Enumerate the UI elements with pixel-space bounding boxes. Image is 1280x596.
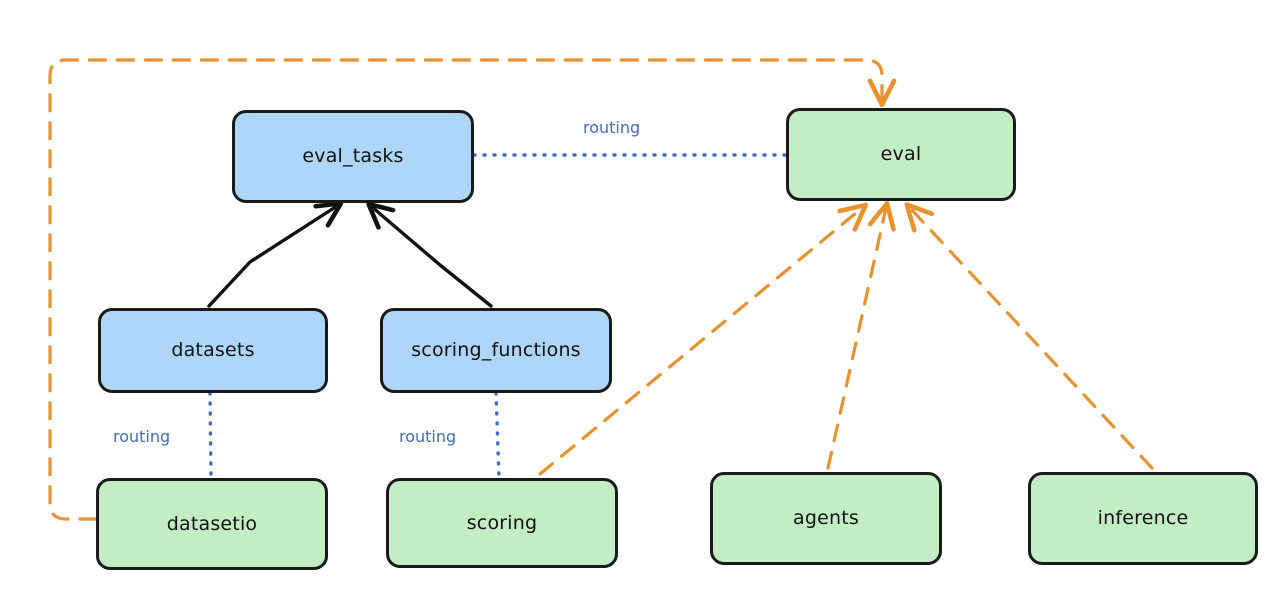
edge-label-routing-scoring-functions-scoring: routing <box>396 427 460 446</box>
node-label: inference <box>1097 507 1189 530</box>
node-scoring[interactable]: scoring <box>386 478 618 568</box>
node-label: eval <box>880 143 922 166</box>
edge-agents-to-eval <box>826 201 896 470</box>
node-scoring-functions[interactable]: scoring_functions <box>380 308 612 393</box>
node-label: scoring_functions <box>411 339 581 362</box>
node-eval-tasks[interactable]: eval_tasks <box>232 110 474 203</box>
edge-label-routing-datasets-datasetio: routing <box>110 427 174 446</box>
node-inference[interactable]: inference <box>1028 472 1258 565</box>
node-label: agents <box>793 507 859 530</box>
node-label: datasets <box>171 339 255 362</box>
edge-label-routing-eval-tasks-eval: routing <box>580 118 644 137</box>
node-label: scoring <box>466 511 538 534</box>
node-datasets[interactable]: datasets <box>98 308 328 393</box>
edge-scoring-to-eval <box>538 202 868 476</box>
node-datasetio[interactable]: datasetio <box>96 478 328 570</box>
node-label: datasetio <box>166 512 258 535</box>
node-eval[interactable]: eval <box>786 108 1016 201</box>
edge-datasets-to-datasetio <box>208 391 213 480</box>
edge-datasetio-to-eval <box>48 58 897 521</box>
edge-scoring-functions-to-scoring <box>494 391 501 480</box>
edge-datasets-to-eval-tasks <box>207 201 344 308</box>
node-label: eval_tasks <box>302 145 404 168</box>
node-agents[interactable]: agents <box>710 472 942 565</box>
edge-inference-to-eval <box>904 202 1154 470</box>
edge-scoring-functions-to-eval-tasks <box>366 201 493 308</box>
